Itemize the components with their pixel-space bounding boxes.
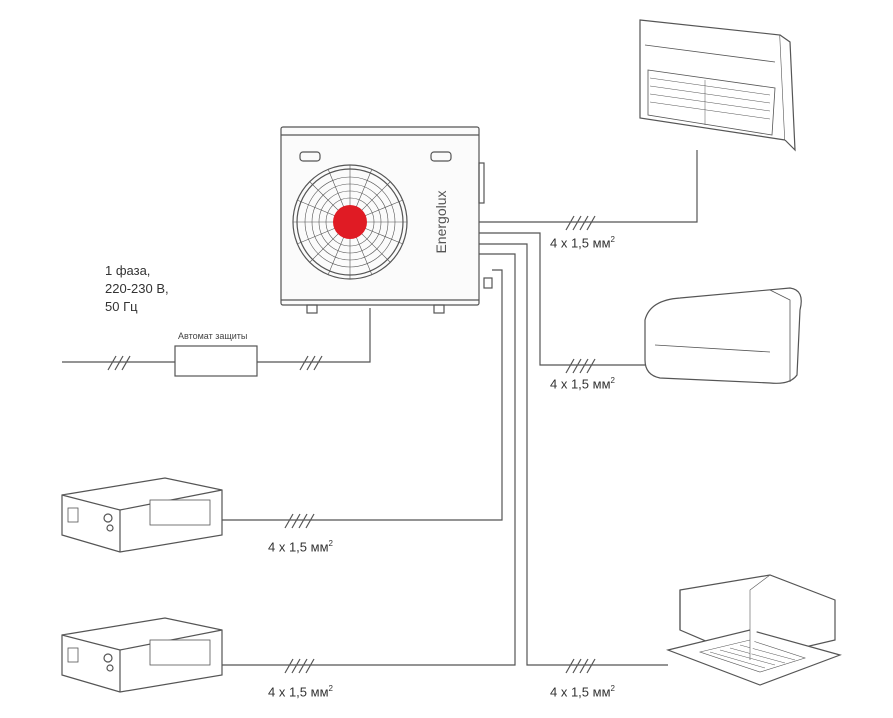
outdoor-unit [280, 126, 493, 314]
breaker-label: Автомат защиты [178, 331, 248, 341]
power-phase: 1 фаза, [105, 263, 151, 278]
power-spec: 1 фаза, 220-230 В, 50 Гц [105, 262, 169, 316]
floor-ceiling-indoor-unit [639, 19, 796, 152]
cable-label-duct-2: 4 х 1,5 мм2 [268, 684, 333, 700]
brand-name: Energolux [433, 190, 449, 254]
cassette-indoor-unit [665, 574, 842, 686]
circuit-breaker [174, 345, 258, 377]
brand-logo: Energolux [433, 176, 449, 266]
cable-label-cassette: 4 х 1,5 мм2 [550, 684, 615, 700]
wall-indoor-unit [644, 287, 802, 384]
duct-indoor-unit-1 [61, 477, 223, 553]
wires [215, 150, 698, 674]
cable-label-wall: 4 х 1,5 мм2 [550, 376, 615, 392]
power-line [62, 308, 371, 371]
cable-label-duct-1: 4 х 1,5 мм2 [268, 539, 333, 555]
power-frequency: 50 Гц [105, 299, 138, 314]
power-voltage: 220-230 В, [105, 281, 169, 296]
duct-indoor-unit-2 [61, 617, 223, 693]
cable-label-ceiling: 4 х 1,5 мм2 [550, 235, 615, 251]
